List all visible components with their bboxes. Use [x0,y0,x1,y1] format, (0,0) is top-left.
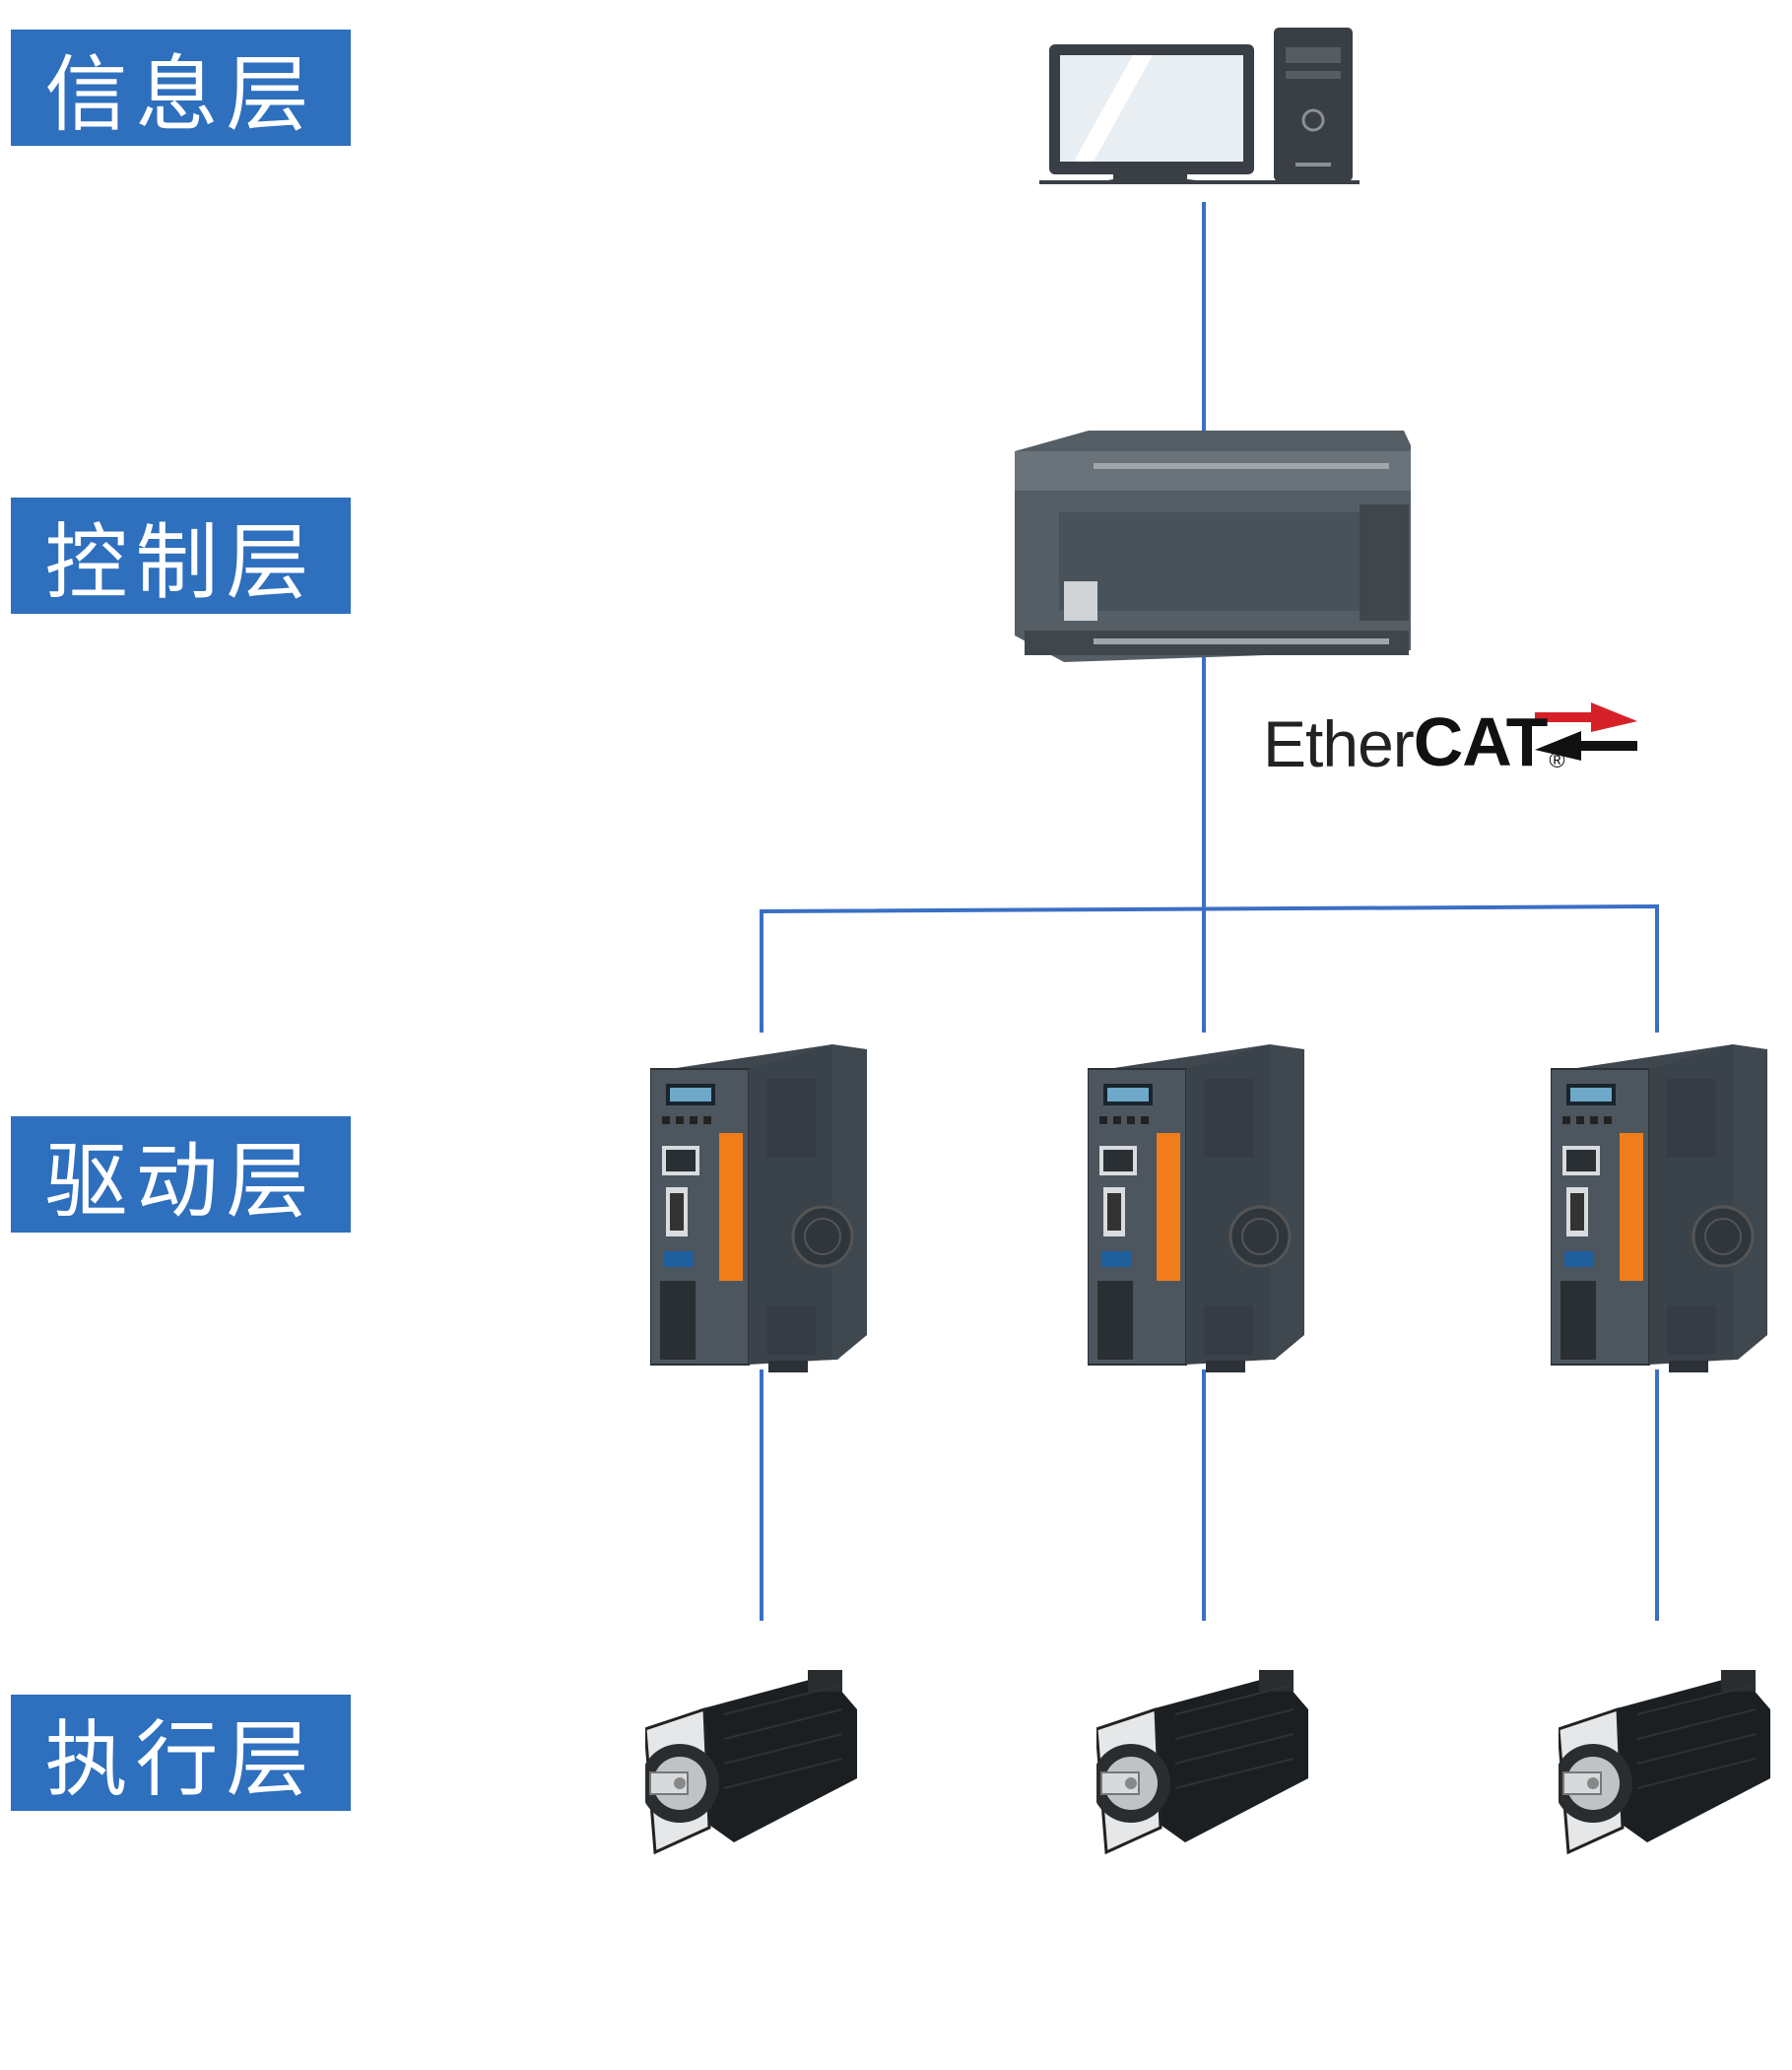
ethercat-logo-arrows [1535,702,1637,761]
ethercat-logo-registered: ® [1549,748,1565,772]
plc-icon [1015,431,1411,662]
layer-label-drive: 驱动层 [11,1116,351,1233]
layer-label-control: 控制层 [11,498,351,614]
servo-drive-icon [1551,1042,1767,1374]
servo-drive-icon [650,1042,867,1374]
line-ethercat-bus [760,903,1659,1033]
servo-drive-icon [1088,1042,1304,1374]
servo-motor-icon [1559,1670,1772,1854]
ethercat-logo: Ether CAT ® [1263,702,1565,781]
computer-icon [1039,28,1360,184]
servo-motor-icon [645,1670,859,1854]
layer-label-information: 信息层 [11,30,351,146]
ethercat-logo-ether: Ether [1263,707,1415,780]
layer-label-execution: 执行层 [11,1695,351,1811]
connection-lines [760,202,1659,1621]
servo-motor-icon [1096,1670,1310,1854]
ethercat-logo-cat: CAT [1413,703,1549,780]
